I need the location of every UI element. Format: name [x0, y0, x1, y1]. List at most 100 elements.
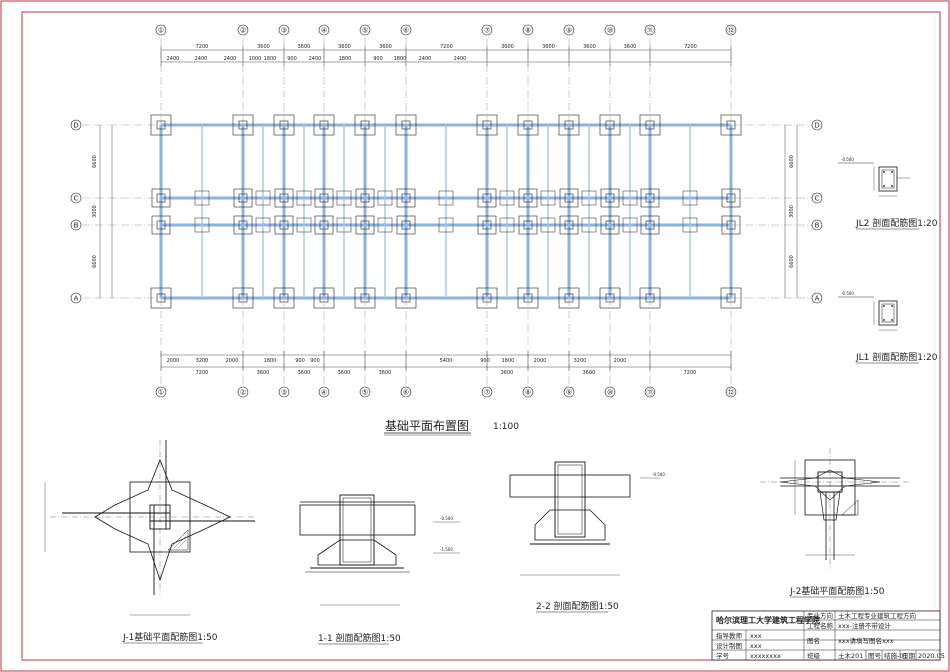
- column: [605, 120, 615, 130]
- footing: [151, 188, 171, 208]
- footing-small: [438, 190, 454, 206]
- section-1-1-title: 1-1 剖面配筋图1:50: [318, 632, 401, 644]
- axis-bubble: [318, 24, 330, 36]
- tb-class-value: 土木201: [838, 651, 863, 660]
- dim-text: 7200: [440, 44, 453, 50]
- footing: [233, 215, 253, 235]
- column: [156, 220, 166, 230]
- column: [238, 220, 248, 230]
- footing: [477, 215, 497, 235]
- footing: [639, 287, 661, 309]
- column: [482, 120, 492, 130]
- axis-label-num: ⑦: [484, 27, 490, 35]
- dim-text: 1800: [394, 56, 407, 62]
- tb-student-label: 学号: [716, 651, 730, 660]
- dim-text: 900: [310, 358, 320, 364]
- dim-text: 1800: [264, 56, 277, 62]
- column: [564, 220, 574, 230]
- footing: [476, 287, 498, 309]
- axis-bubble: [481, 386, 493, 398]
- footing-small: [499, 190, 515, 206]
- column: [401, 193, 411, 203]
- footing: [517, 287, 539, 309]
- column: [523, 293, 533, 303]
- axis-bubble: [811, 219, 823, 231]
- dim-text: 3600: [298, 44, 311, 50]
- axis-bubble: [563, 24, 575, 36]
- footing: [150, 287, 172, 309]
- axis-label-num: ⑫: [728, 389, 735, 397]
- footing: [558, 114, 580, 136]
- svg-text:-0.500: -0.500: [841, 157, 854, 162]
- footing-small: [540, 190, 556, 206]
- footing-small: [377, 190, 393, 206]
- footing: [559, 215, 579, 235]
- dim-text: 3000: [789, 205, 795, 218]
- axis-bubble: [563, 386, 575, 398]
- dim-text: 3600: [501, 44, 514, 50]
- inner-frame: [21, 11, 941, 661]
- footing-small: [255, 190, 271, 206]
- axis-label-num: ③: [281, 27, 287, 35]
- dim-text: 3600: [501, 370, 514, 376]
- dim-text: 900: [373, 56, 383, 62]
- j1-plan-detail: J-1基础平面配筋图1:50: [44, 440, 255, 644]
- column: [238, 120, 248, 130]
- axis-bubble: [604, 386, 616, 398]
- tb-class-label: 班级: [807, 651, 821, 660]
- axis-label-num: ⑪: [647, 27, 654, 35]
- footing: [355, 188, 375, 208]
- column: [726, 120, 736, 130]
- footing: [599, 114, 621, 136]
- column: [156, 293, 166, 303]
- footing-small: [581, 190, 597, 206]
- dim-text: 900: [287, 56, 297, 62]
- dim-text: 3600: [583, 370, 596, 376]
- column: [645, 193, 655, 203]
- column: [279, 220, 289, 230]
- footing: [639, 114, 661, 136]
- plan-title: 基础平面布置图: [385, 419, 469, 433]
- footing: [314, 188, 334, 208]
- footing: [151, 215, 171, 235]
- axis-label-num: ⑥: [403, 27, 409, 35]
- column: [605, 220, 615, 230]
- column: [319, 193, 329, 203]
- tb-advisor-label: 指导教师: [716, 631, 743, 640]
- axis-label-num: ①: [158, 27, 164, 35]
- j2-plan-detail: J-2基础平面配筋图1:50: [760, 448, 910, 598]
- axis-bubble: [237, 386, 249, 398]
- svg-text:-0.500: -0.500: [841, 291, 854, 296]
- dim-text: 3200: [574, 358, 587, 364]
- footing: [518, 215, 538, 235]
- dim-text: 2400: [224, 56, 237, 62]
- footing-small: [296, 190, 312, 206]
- j1-plan-title: J-1基础平面配筋图1:50: [122, 631, 218, 643]
- dim-text: 3200: [196, 358, 209, 364]
- axis-label-num: ④: [321, 27, 327, 35]
- tb-sheet-label: 图号: [868, 652, 882, 660]
- footing: [476, 114, 498, 136]
- footing: [720, 287, 742, 309]
- j2-plan-title: J-2基础平面配筋图1:50: [789, 585, 885, 597]
- footing: [396, 188, 416, 208]
- dim-text: 2400: [167, 56, 180, 62]
- dim-text: 5400: [440, 358, 453, 364]
- footing: [721, 188, 741, 208]
- plan-scale: 1:100: [493, 422, 519, 432]
- axis-bubble: [644, 24, 656, 36]
- footing: [559, 188, 579, 208]
- footing-small: [682, 190, 698, 206]
- tb-sheet-value: 结施-01: [884, 651, 908, 660]
- dim-text: 6600: [92, 155, 98, 168]
- column: [238, 193, 248, 203]
- axis-label-num: ⑤: [362, 389, 368, 397]
- footing: [396, 215, 416, 235]
- footing: [640, 188, 660, 208]
- footing-small: [540, 217, 556, 233]
- column: [482, 193, 492, 203]
- footing-small: [194, 217, 210, 233]
- column: [401, 293, 411, 303]
